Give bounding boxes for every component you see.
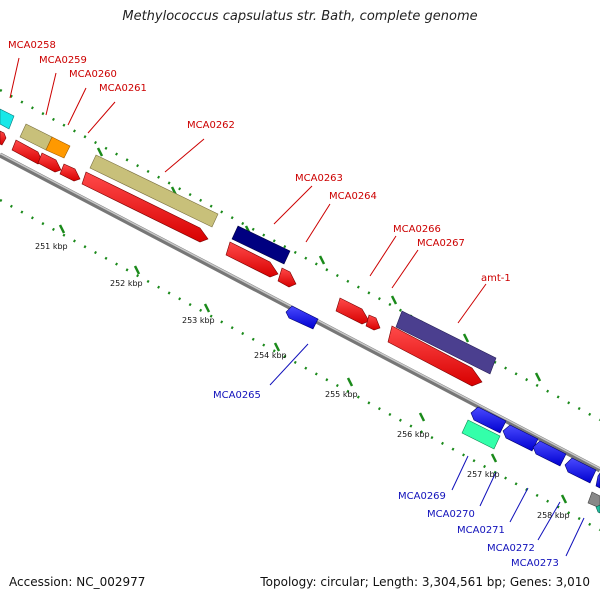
tick-label-253: 253 kbp (182, 316, 215, 325)
gene-arrow-mca0265[interactable] (285, 305, 319, 330)
gene-arrow-mca0271[interactable] (532, 440, 567, 467)
gene-arrow-mca0258[interactable] (0, 130, 7, 146)
map-title: Methylococcus capsulatus str. Bath, comp… (122, 9, 478, 24)
tick-label-257: 257 kbp (467, 470, 500, 479)
gene-bar-khaki-large[interactable] (89, 154, 219, 228)
upper-gene-bars (0, 108, 497, 375)
upper-dotted-track (0, 88, 600, 422)
gene-arrow-mca0272[interactable] (564, 457, 597, 484)
forward-label-leaders (9, 57, 487, 324)
gene-arrow-mca0264[interactable] (277, 267, 297, 288)
label-mca0269: MCA0269 (398, 491, 446, 502)
label-mca0260: MCA0260 (69, 69, 117, 80)
gene-bar-slate[interactable] (395, 310, 497, 375)
gene-arrow-mca0263[interactable] (225, 241, 279, 278)
reverse-gene-labels: MCA0265 MCA0269 MCA0270 MCA0271 MCA0272 … (213, 390, 559, 569)
tick-label-255: 255 kbp (325, 390, 358, 399)
label-mca0265: MCA0265 (213, 390, 261, 401)
forward-gene-labels: MCA0258 MCA0259 MCA0260 MCA0261 MCA0262 … (8, 40, 511, 284)
lower-dotted-track (0, 198, 600, 532)
tick-label-258: 258 kbp (537, 511, 570, 520)
reverse-label-leaders (269, 343, 585, 557)
ruler-major-ticks (58, 224, 568, 504)
gene-bar-cyan[interactable] (0, 108, 15, 130)
gene-bar-teal[interactable] (595, 504, 600, 514)
gene-arrow-mca0262[interactable] (81, 171, 209, 243)
tick-label-254: 254 kbp (254, 351, 287, 360)
gene-arrow-mca0269[interactable] (470, 406, 507, 434)
tick-label-252: 252 kbp (110, 279, 143, 288)
label-amt-1: amt-1 (481, 273, 511, 284)
gene-bar-orange[interactable] (45, 136, 71, 159)
reverse-gene-features (285, 305, 600, 514)
gene-arrow-mca0260[interactable] (37, 152, 62, 173)
gene-arrow-amt-1[interactable] (387, 325, 483, 387)
label-mca0266: MCA0266 (393, 224, 441, 235)
genome-summary-text: Topology: circular; Length: 3,304,561 bp… (260, 575, 590, 589)
gene-arrow-mca0273[interactable] (595, 472, 600, 489)
label-mca0259: MCA0259 (39, 55, 87, 66)
label-mca0273: MCA0273 (511, 558, 559, 569)
gene-arrow-mca0266[interactable] (335, 297, 370, 325)
label-mca0262: MCA0262 (187, 120, 235, 131)
accession-text: Accession: NC_002977 (9, 575, 146, 589)
gene-arrow-mca0267[interactable] (365, 314, 381, 331)
gene-bar-navy[interactable] (231, 225, 291, 265)
gene-bar-gray[interactable] (587, 491, 600, 509)
label-mca0271: MCA0271 (457, 525, 505, 536)
forward-gene-features (0, 130, 483, 387)
label-mca0258: MCA0258 (8, 40, 56, 51)
label-mca0263: MCA0263 (295, 173, 343, 184)
gene-bar-springgreen[interactable] (461, 419, 501, 450)
label-mca0270: MCA0270 (427, 509, 475, 520)
label-mca0261: MCA0261 (99, 83, 147, 94)
label-mca0272: MCA0272 (487, 543, 535, 554)
tick-label-256: 256 kbp (397, 430, 430, 439)
ruler-tick-labels: 251 kbp 252 kbp 253 kbp 254 kbp 255 kbp … (35, 242, 570, 520)
tick-label-251: 251 kbp (35, 242, 68, 251)
label-mca0264: MCA0264 (329, 191, 377, 202)
gene-arrow-mca0261[interactable] (59, 163, 81, 182)
gene-arrow-mca0270[interactable] (502, 424, 539, 452)
label-mca0267: MCA0267 (417, 238, 465, 249)
